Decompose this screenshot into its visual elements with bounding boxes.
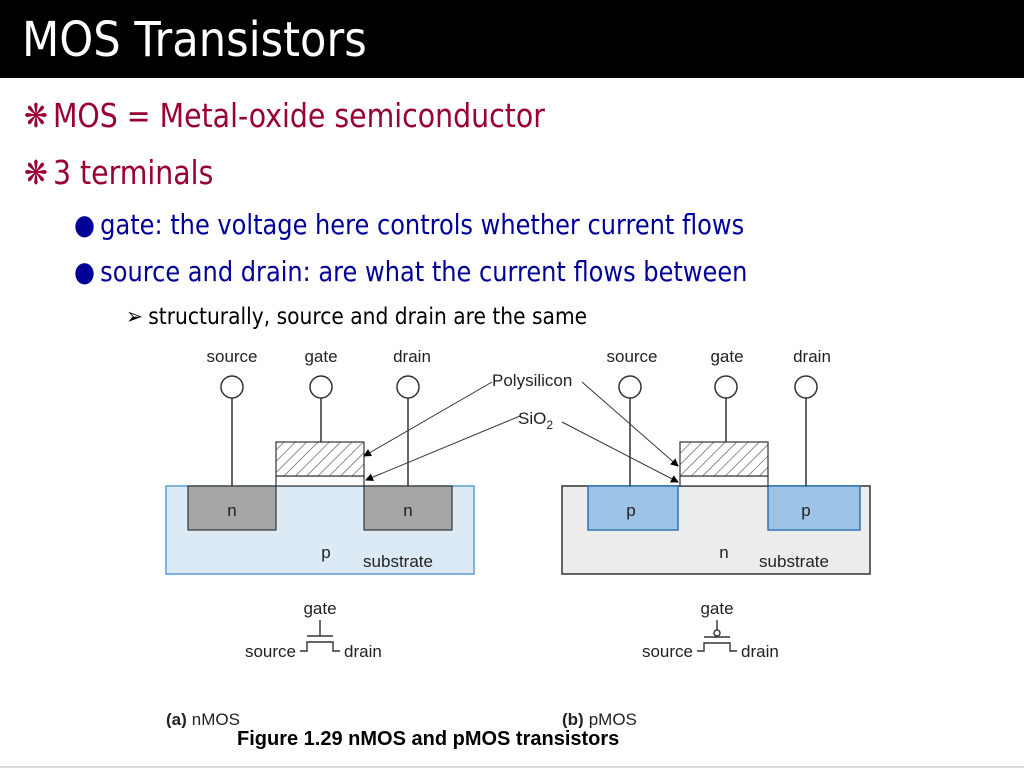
pmos-source-terminal <box>618 375 642 399</box>
nmos-substrate-label: substrate <box>363 552 433 571</box>
dot-bullet-icon: ● <box>74 255 96 288</box>
sub-sub-bullet-text: structurally, source and drain are the s… <box>148 304 588 330</box>
pmos-source-label: source <box>606 347 657 366</box>
pmos-drain-well <box>767 485 861 531</box>
nmos-panel-label: (a) nMOS <box>166 710 240 728</box>
sub-bullet-gate: ●gate: the voltage here controls whether… <box>74 208 744 241</box>
nmos-symbol-source-label: source <box>245 642 296 661</box>
pmos-source-well <box>587 485 679 531</box>
asterisk-bullet-icon: ❋ <box>24 153 48 192</box>
sio2-base: SiO <box>518 409 546 428</box>
nmos-symbol-gate-label: gate <box>303 599 336 618</box>
mos-figure: source gate drain n n p substrate source… <box>165 347 871 728</box>
nmos-symbol: gate source drain <box>245 599 382 661</box>
nmos-gate-label: gate <box>304 347 337 366</box>
pmos-symbol: gate source drain <box>642 599 779 661</box>
sub-bullet-text: gate: the voltage here controls whether … <box>100 208 745 241</box>
pmos-drain-label: drain <box>793 347 831 366</box>
pmos-cross-section: source gate drain p p n substrate <box>561 347 871 575</box>
title-bar: MOS Transistors <box>0 0 1024 78</box>
pmos-symbol-gate-label: gate <box>700 599 733 618</box>
asterisk-bullet-icon: ❋ <box>24 96 48 135</box>
pmos-symbol-source-label: source <box>642 642 693 661</box>
nmos-oxide <box>275 475 365 487</box>
sio2-label: SiO2 <box>518 409 553 432</box>
nmos-panel-name: nMOS <box>192 710 240 728</box>
pmos-drain-terminal <box>794 375 818 399</box>
sio2-subscript: 2 <box>546 418 553 432</box>
pmos-substrate-label: substrate <box>759 552 829 571</box>
sub-bullet-text: source and drain: are what the current f… <box>100 255 748 288</box>
nmos-gate-terminal <box>309 375 333 399</box>
nmos-source-terminal <box>220 375 244 399</box>
pmos-drain-well-label: p <box>801 501 810 520</box>
pmos-polysilicon-arrow <box>581 381 679 467</box>
sub-bullet-source-drain: ●source and drain: are what the current … <box>74 255 747 288</box>
pmos-panel-letter: (b) <box>562 710 584 728</box>
pmos-gate-terminal <box>714 375 738 399</box>
pmos-symbol-drain-label: drain <box>741 642 779 661</box>
nmos-cross-section: source gate drain n n p substrate <box>165 347 475 575</box>
pmos-panel-name: pMOS <box>589 710 637 728</box>
bullet-text: 3 terminals <box>52 153 214 192</box>
pmos-polysilicon-gate <box>679 441 769 477</box>
pmos-gate-label: gate <box>710 347 743 366</box>
nmos-polysilicon-arrow <box>363 381 493 457</box>
nmos-symbol-drain-label: drain <box>344 642 382 661</box>
material-callouts: Polysilicon SiO2 <box>363 371 679 483</box>
sub-sub-bullet-structure: ➢structurally, source and drain are the … <box>126 304 587 330</box>
nmos-source-well-label: n <box>227 501 236 520</box>
arrow-bullet-icon: ➢ <box>126 304 143 330</box>
dot-bullet-icon: ● <box>74 208 96 241</box>
bottom-divider <box>0 766 1024 768</box>
nmos-polysilicon-gate <box>275 441 365 477</box>
pmos-panel-label: (b) pMOS <box>562 710 637 728</box>
pmos-sio2-arrow <box>561 421 679 483</box>
bullet-item-terminals: ❋3 terminals <box>24 153 213 192</box>
pmos-inversion-bubble <box>713 629 721 637</box>
bullet-text: MOS = Metal-oxide semiconductor <box>52 96 545 135</box>
nmos-drain-label: drain <box>393 347 431 366</box>
page-title: MOS Transistors <box>22 12 367 68</box>
bullet-item-mos: ❋MOS = Metal-oxide semiconductor <box>24 96 545 135</box>
nmos-body-label: p <box>321 543 330 562</box>
figure-caption: Figure 1.29 nMOS and pMOS transistors <box>237 728 620 750</box>
nmos-panel-letter: (a) <box>166 710 187 728</box>
nmos-sio2-arrow <box>365 415 521 482</box>
pmos-body-label: n <box>719 543 728 562</box>
nmos-drain-terminal <box>396 375 420 399</box>
nmos-source-label: source <box>206 347 257 366</box>
nmos-source-well <box>187 485 277 531</box>
pmos-source-well-label: p <box>626 501 635 520</box>
polysilicon-label: Polysilicon <box>492 371 572 390</box>
pmos-oxide <box>679 475 769 487</box>
nmos-drain-well-label: n <box>403 501 412 520</box>
